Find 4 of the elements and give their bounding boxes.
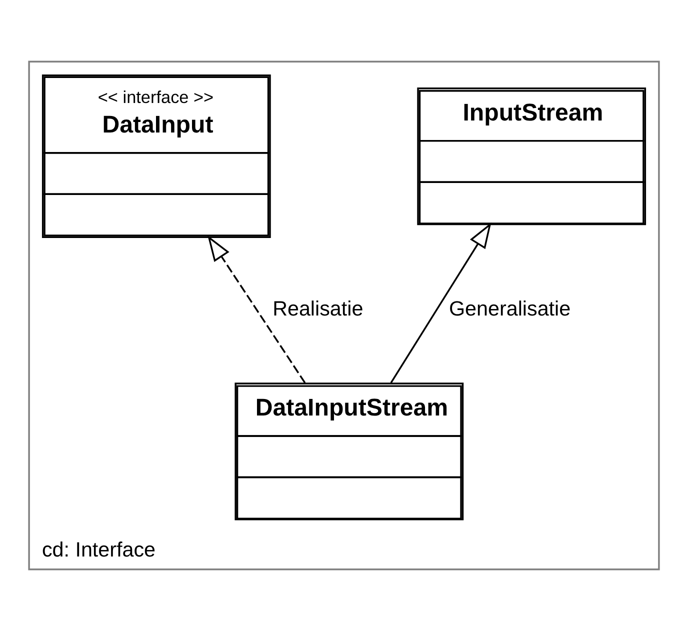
arrow (208, 234, 306, 383)
edge-label: Realisatie (272, 297, 364, 320)
arrow (390, 222, 492, 383)
edge-label: Generalisatie (448, 297, 571, 320)
